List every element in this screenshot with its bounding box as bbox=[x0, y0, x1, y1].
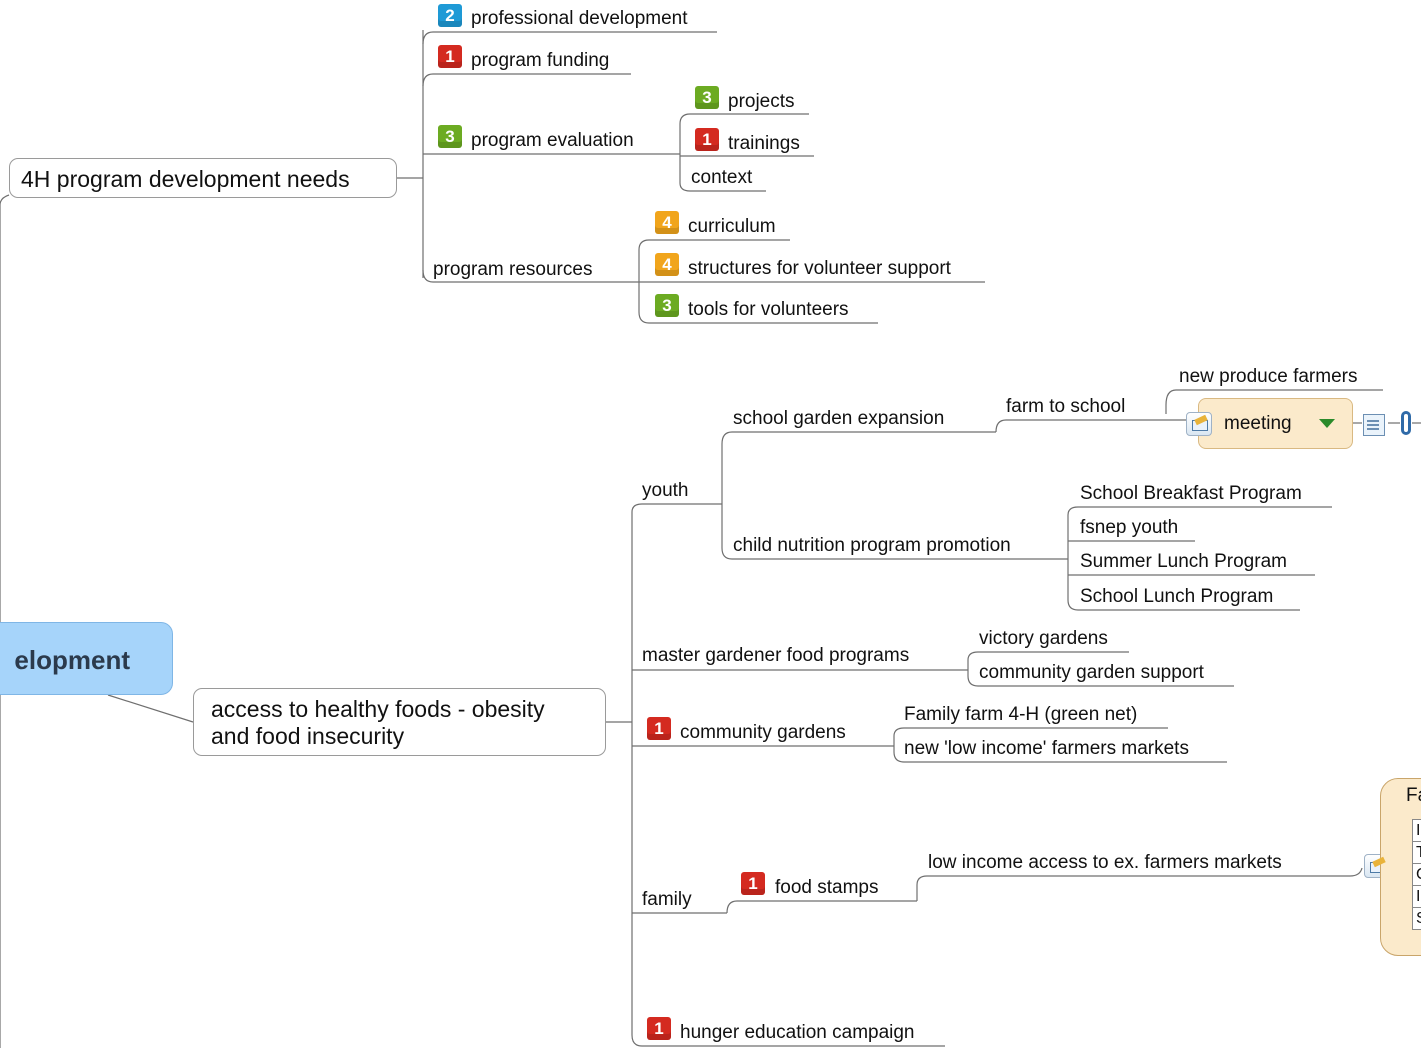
topic-program-funding[interactable]: program funding bbox=[471, 50, 610, 71]
topic-professional-development[interactable]: professional development bbox=[471, 8, 688, 29]
topic-fsnep-youth[interactable]: fsnep youth bbox=[1080, 517, 1179, 538]
topic-victory-gardens[interactable]: victory gardens bbox=[979, 628, 1108, 649]
topic-curriculum[interactable]: curriculum bbox=[688, 216, 776, 237]
priority-3-icon: 3 bbox=[655, 294, 679, 317]
fa-table: I T C I S bbox=[1412, 819, 1421, 930]
topic-summer-lunch-program[interactable]: Summer Lunch Program bbox=[1080, 551, 1287, 572]
notes-icon[interactable] bbox=[1363, 414, 1385, 436]
priority-1-icon: 1 bbox=[647, 1017, 671, 1040]
topic-school-breakfast-program[interactable]: School Breakfast Program bbox=[1080, 483, 1302, 504]
fa-table-cell: I bbox=[1413, 886, 1421, 908]
topic-4h-program-development-needs[interactable]: 4H program development needs bbox=[9, 158, 397, 198]
topic-4h-program-development-needs-label: 4H program development needs bbox=[21, 166, 350, 192]
topic-youth[interactable]: youth bbox=[642, 480, 689, 501]
topic-food-stamps[interactable]: food stamps bbox=[775, 877, 879, 898]
topic-program-resources[interactable]: program resources bbox=[433, 259, 593, 280]
priority-3-icon: 3 bbox=[695, 86, 719, 109]
topic-low-income-access-to-farmers-markets[interactable]: low income access to ex. farmers markets bbox=[928, 852, 1282, 873]
priority-2-icon: 2 bbox=[438, 4, 462, 27]
priority-4-icon: 4 bbox=[655, 253, 679, 276]
priority-1-icon: 1 bbox=[438, 45, 462, 68]
priority-3-icon: 3 bbox=[438, 125, 462, 148]
topic-community-gardens[interactable]: community gardens bbox=[680, 722, 846, 743]
priority-1-icon: 1 bbox=[647, 717, 671, 740]
topic-community-garden-support[interactable]: community garden support bbox=[979, 662, 1204, 683]
topic-access-to-healthy-foods-label: access to healthy foods - obesity and fo… bbox=[211, 696, 545, 749]
topic-new-produce-farmers[interactable]: new produce farmers bbox=[1179, 366, 1358, 387]
topic-family-farm-4h[interactable]: Family farm 4-H (green net) bbox=[904, 704, 1138, 725]
topic-tools-for-volunteers[interactable]: tools for volunteers bbox=[688, 299, 849, 320]
fa-table-cell: S bbox=[1413, 908, 1421, 930]
topic-access-to-healthy-foods[interactable]: access to healthy foods - obesity and fo… bbox=[193, 688, 606, 756]
fa-table-cell: C bbox=[1413, 864, 1421, 886]
topic-meeting[interactable]: meeting bbox=[1186, 398, 1353, 449]
topic-program-evaluation[interactable]: program evaluation bbox=[471, 130, 634, 151]
priority-1-icon: 1 bbox=[741, 872, 765, 895]
topic-projects[interactable]: projects bbox=[728, 91, 795, 112]
topic-hunger-education-campaign[interactable]: hunger education campaign bbox=[680, 1022, 915, 1043]
topic-context[interactable]: context bbox=[691, 167, 753, 188]
topic-school-garden-expansion[interactable]: school garden expansion bbox=[733, 408, 945, 429]
topic-master-gardener-food-programs[interactable]: master gardener food programs bbox=[642, 645, 910, 666]
attachment-icon[interactable] bbox=[1401, 411, 1411, 435]
topic-trainings[interactable]: trainings bbox=[728, 133, 800, 154]
topic-fa-title: Fa bbox=[1406, 785, 1421, 806]
topic-child-nutrition-program-promotion[interactable]: child nutrition program promotion bbox=[733, 535, 1011, 556]
topic-new-low-income-farmers-markets[interactable]: new 'low income' farmers markets bbox=[904, 738, 1189, 759]
topic-meeting-label: meeting bbox=[1224, 413, 1292, 434]
topic-farm-to-school[interactable]: farm to school bbox=[1006, 396, 1126, 417]
central-topic-label: elopment bbox=[14, 645, 130, 675]
priority-1-icon: 1 bbox=[695, 128, 719, 151]
fa-table-cell: I bbox=[1413, 820, 1421, 842]
central-topic[interactable]: elopment bbox=[0, 622, 173, 695]
priority-4-icon: 4 bbox=[655, 211, 679, 234]
topic-school-lunch-program[interactable]: School Lunch Program bbox=[1080, 586, 1274, 607]
chevron-down-icon[interactable] bbox=[1319, 419, 1335, 428]
topic-family[interactable]: family bbox=[642, 889, 692, 910]
topic-structures-for-volunteer-support[interactable]: structures for volunteer support bbox=[688, 258, 951, 279]
email-icon bbox=[1186, 412, 1212, 436]
topic-fa[interactable]: Fa I T C I S bbox=[1380, 778, 1421, 956]
fa-table-cell: T bbox=[1413, 842, 1421, 864]
